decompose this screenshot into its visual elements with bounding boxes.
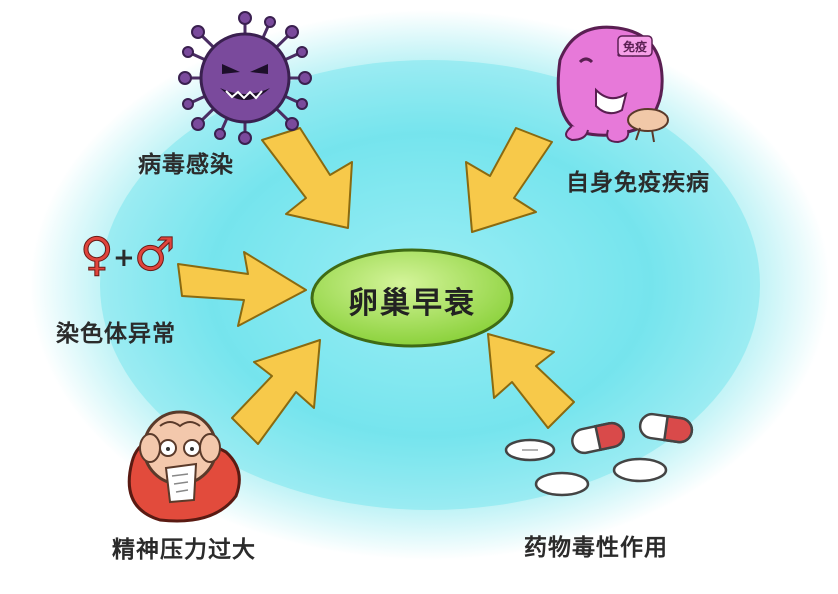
label-drug-toxicity: 药物毒性作用	[524, 535, 668, 561]
label-virus-infection: 病毒感染	[138, 152, 234, 178]
gender-symbols-icon: ♀ + ♂	[80, 227, 176, 282]
center-node	[310, 248, 514, 348]
autoimmune-monster-icon: 免疫	[556, 25, 669, 144]
virus-icon	[178, 11, 312, 145]
immune-badge: 免疫	[623, 39, 647, 54]
arrow-from-chromosome	[177, 251, 307, 327]
arrow-from-virus	[261, 127, 353, 229]
center-label: 卵巢早衰	[348, 286, 476, 321]
label-mental-stress: 精神压力过大	[112, 537, 256, 563]
arrow-from-drug	[487, 333, 575, 429]
male-symbol: ♂	[134, 227, 175, 281]
stressed-person-icon	[127, 410, 241, 523]
pills-icon	[504, 412, 694, 497]
arrow-from-stress	[231, 339, 321, 445]
label-autoimmune-disease: 自身免疫疾病	[566, 170, 710, 196]
plus-sign: +	[113, 243, 135, 273]
arrow-from-autoimmune	[465, 127, 553, 233]
label-chromosome-abnormality: 染色体异常	[56, 321, 176, 347]
female-symbol: ♀	[80, 227, 114, 281]
